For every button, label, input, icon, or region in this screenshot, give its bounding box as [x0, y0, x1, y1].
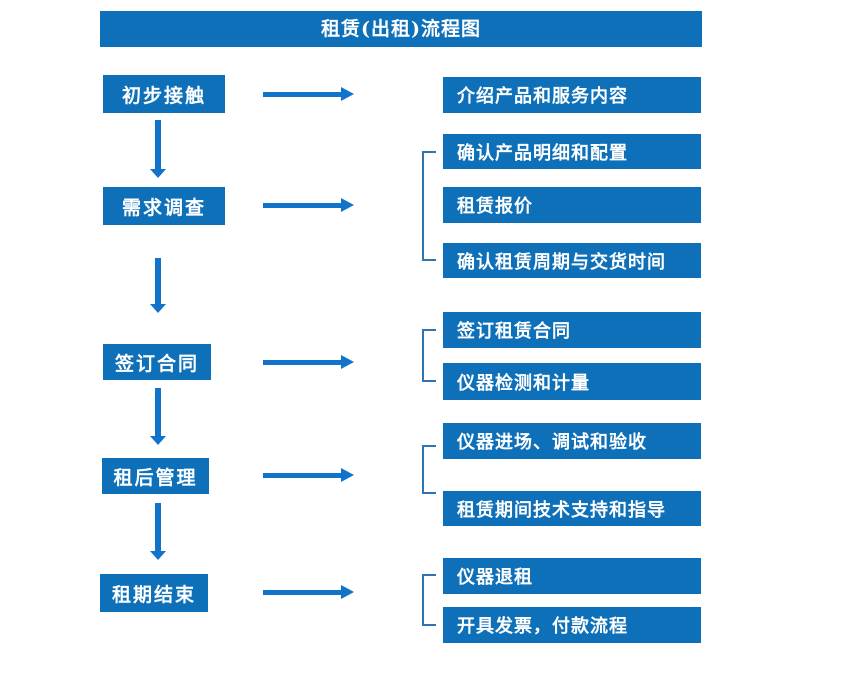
output-box-instrument-return: 仪器退租	[443, 558, 701, 594]
group-bracket-post-rental	[422, 445, 436, 494]
right-arrow-5	[263, 585, 354, 599]
stage-box-demand-survey: 需求调查	[103, 187, 225, 225]
right-arrow-4	[263, 468, 354, 482]
output-box-instrument-testing: 仪器检测和计量	[443, 363, 701, 400]
output-box-confirm-product-details: 确认产品明细和配置	[443, 134, 701, 169]
group-bracket-demand-survey	[422, 151, 436, 261]
output-box-introduce-products: 介绍产品和服务内容	[443, 77, 701, 113]
group-bracket-sign-contract	[422, 329, 436, 382]
group-bracket-rental-end	[422, 574, 436, 626]
output-box-sign-rental-contract: 签订租赁合同	[443, 312, 701, 348]
down-arrow-1	[150, 120, 166, 178]
down-arrow-4	[150, 503, 166, 560]
flowchart-title: 租赁(出租)流程图	[100, 11, 702, 47]
down-arrow-3	[150, 388, 166, 445]
output-box-technical-support: 租赁期间技术支持和指导	[443, 491, 701, 526]
right-arrow-3	[263, 355, 354, 369]
output-box-instrument-installation: 仪器进场、调试和验收	[443, 423, 701, 459]
output-box-invoice-payment: 开具发票，付款流程	[443, 607, 701, 643]
stage-box-initial-contact: 初步接触	[103, 75, 225, 113]
stage-box-post-rental-management: 租后管理	[102, 458, 209, 494]
stage-box-rental-end: 租期结束	[100, 574, 208, 612]
right-arrow-2	[263, 198, 354, 212]
down-arrow-2	[150, 258, 166, 313]
right-arrow-1	[263, 87, 354, 101]
output-box-rental-quotation: 租赁报价	[443, 187, 701, 223]
stage-box-sign-contract: 签订合同	[103, 344, 211, 380]
output-box-confirm-rental-period: 确认租赁周期与交货时间	[443, 243, 701, 278]
